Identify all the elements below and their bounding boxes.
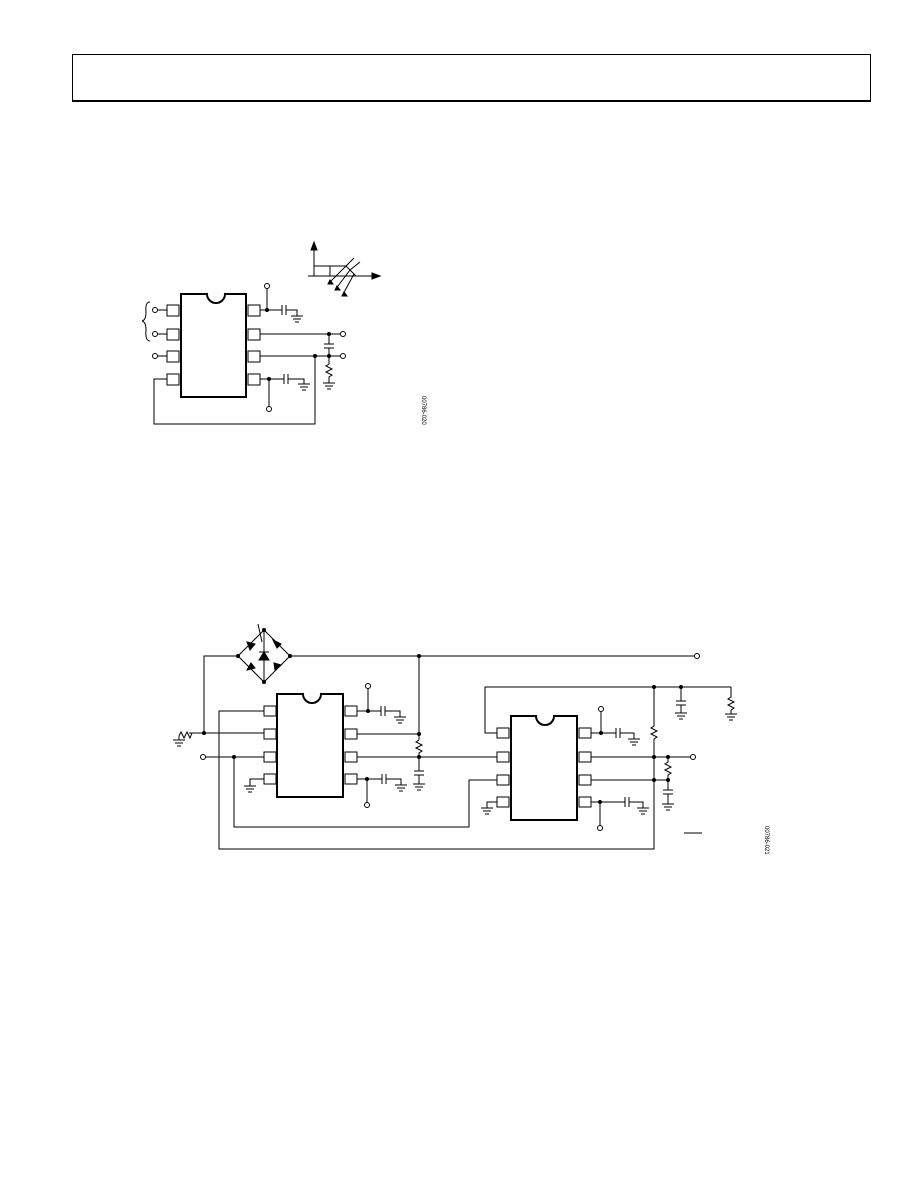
output-terminal-2 (340, 353, 346, 359)
supply-terminal-bottom (266, 406, 272, 412)
decoupling-capacitor-bottom (283, 374, 305, 384)
input-brace (141, 301, 151, 342)
ic1-pin-6 (247, 350, 261, 363)
output-terminal-1 (340, 331, 346, 337)
figure-code-2: 00786-021 (763, 826, 769, 855)
decoupling-capacitor-top (281, 305, 298, 316)
ground-symbol (323, 382, 335, 390)
input-terminal-1 (152, 307, 158, 313)
ic1-pin-7 (247, 328, 261, 341)
input-terminal-3 (152, 353, 158, 359)
transfer-function-inset (308, 240, 382, 297)
ic1-pin-4 (166, 373, 180, 386)
filter-capacitor (324, 334, 334, 356)
figure-code-1: 00786-020 (420, 396, 426, 425)
ic-chip-1 (180, 293, 247, 398)
load-resistor (324, 356, 334, 383)
ground-symbol (298, 383, 310, 391)
supply-terminal-top (264, 283, 270, 289)
ic1-pin-5 (247, 373, 261, 386)
input-terminal-2 (152, 331, 158, 337)
ic1-pin-8 (247, 304, 261, 317)
ic1-pin-3 (166, 350, 180, 363)
ic1-pin-1 (166, 304, 180, 317)
page-header (72, 54, 871, 102)
ground-symbol (291, 315, 303, 323)
ic1-pin-2 (166, 328, 180, 341)
